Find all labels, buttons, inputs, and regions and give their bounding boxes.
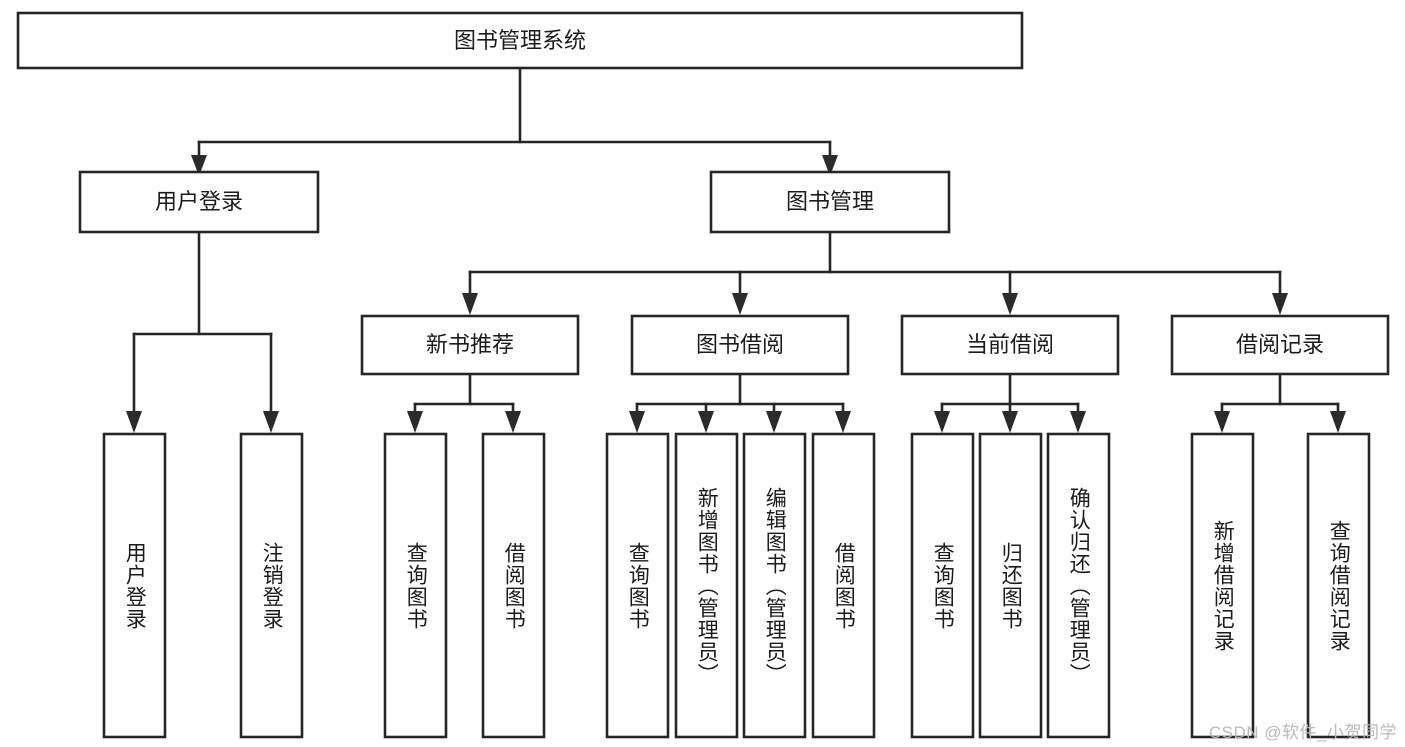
node-box-new-book-recommend[interactable] bbox=[360, 314, 580, 376]
arrow-borrowrecord-leaf-1 bbox=[1214, 411, 1230, 433]
arrow-newbook-leaf-1 bbox=[407, 411, 423, 433]
node-label-user-login: 用户登录 bbox=[155, 189, 243, 214]
node-box-book-borrow[interactable] bbox=[630, 314, 850, 376]
node-box-current-borrow[interactable] bbox=[900, 314, 1120, 376]
node-box-leaf-confirm-return-admin[interactable] bbox=[1046, 432, 1111, 739]
arrow-to-current-borrow bbox=[1002, 293, 1018, 315]
node-label-borrow-record: 借阅记录 bbox=[1236, 332, 1324, 357]
arrow-to-book-borrow bbox=[732, 293, 748, 315]
node-box-leaf-query-book-2[interactable] bbox=[605, 432, 670, 739]
arrow-leaf-user-login bbox=[126, 411, 142, 433]
node-box-leaf-return-book[interactable] bbox=[978, 432, 1043, 739]
node-box-root[interactable] bbox=[16, 11, 1024, 70]
arrow-to-user-login bbox=[191, 155, 207, 176]
node-box-leaf-logout-login[interactable] bbox=[239, 432, 304, 739]
arrow-to-new-book bbox=[462, 293, 478, 315]
arrow-currentborrow-leaf-2 bbox=[1002, 411, 1018, 433]
watermark-text: CSDN @软件_小贺同学 bbox=[1208, 723, 1397, 742]
node-box-leaf-query-book-1[interactable] bbox=[383, 432, 448, 739]
connector-layer bbox=[126, 66, 1346, 433]
arrow-to-borrow-record bbox=[1272, 293, 1288, 315]
arrow-newbook-leaf-2 bbox=[505, 411, 521, 433]
node-box-book-manage[interactable] bbox=[709, 170, 951, 234]
arrow-leaf-logout-login bbox=[263, 411, 279, 433]
node-box-leaf-add-borrow-record[interactable] bbox=[1190, 432, 1255, 739]
node-label-book-borrow: 图书借阅 bbox=[696, 332, 784, 357]
node-box-user-login[interactable] bbox=[78, 170, 320, 234]
arrow-to-book-manage bbox=[822, 155, 838, 176]
arrow-bookborrow-leaf-2 bbox=[698, 411, 714, 433]
arrow-bookborrow-leaf-4 bbox=[835, 411, 851, 433]
node-label-root: 图书管理系统 bbox=[454, 28, 586, 53]
node-box-leaf-query-borrow-record[interactable] bbox=[1306, 432, 1371, 739]
node-label-current-borrow: 当前借阅 bbox=[966, 332, 1054, 357]
arrow-currentborrow-leaf-3 bbox=[1070, 411, 1086, 433]
node-box-leaf-add-book-admin[interactable] bbox=[674, 432, 739, 739]
node-box-leaf-user-login[interactable] bbox=[102, 432, 167, 739]
arrow-bookborrow-leaf-3 bbox=[766, 411, 782, 433]
node-box-leaf-borrow-book-1[interactable] bbox=[481, 432, 546, 739]
arrow-borrowrecord-leaf-2 bbox=[1330, 411, 1346, 433]
node-box-borrow-record[interactable] bbox=[1170, 314, 1390, 376]
node-box-leaf-query-book-3[interactable] bbox=[910, 432, 975, 739]
node-box-leaf-borrow-book-2[interactable] bbox=[811, 432, 876, 739]
node-label-book-manage: 图书管理 bbox=[786, 189, 874, 214]
arrow-bookborrow-leaf-1 bbox=[629, 411, 645, 433]
node-layer: 图书管理系统 用户登录 图书管理 新书推荐 图书借阅 当前借阅 借阅记录 bbox=[16, 11, 1390, 739]
node-label-new-book-recommend: 新书推荐 bbox=[426, 332, 514, 357]
arrow-currentborrow-leaf-1 bbox=[934, 411, 950, 433]
node-box-leaf-edit-book-admin[interactable] bbox=[742, 432, 807, 739]
